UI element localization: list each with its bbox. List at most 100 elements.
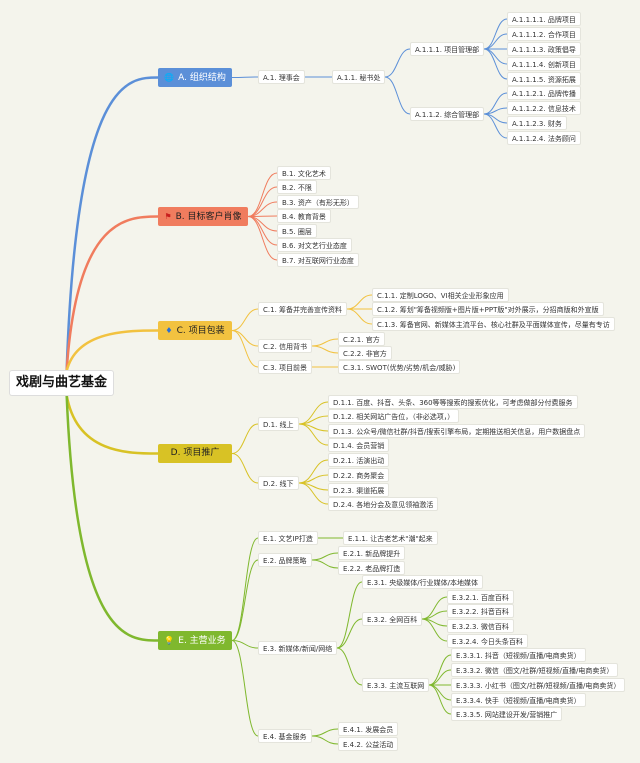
c21-node[interactable]: C.2.1. 官方 xyxy=(338,332,385,346)
flame-icon: ♦ xyxy=(165,326,173,335)
a1124-node[interactable]: A.1.1.2.4. 法务顾问 xyxy=(507,131,581,145)
e321-node[interactable]: E.3.2.1. 百度百科 xyxy=(447,590,514,604)
d2-node[interactable]: D.2. 线下 xyxy=(258,476,299,490)
d24-node[interactable]: D.2.4. 各地分会及意见领袖激活 xyxy=(328,497,439,511)
e334-node[interactable]: E.3.3.4. 快手（短视频/直播/电商卖货） xyxy=(451,693,586,707)
connector-a11-node-a111-node xyxy=(384,48,411,78)
branch-d-node[interactable]: D. 项目推广 xyxy=(158,444,232,463)
branch-c-node[interactable]: ♦C. 项目包装 xyxy=(158,321,232,340)
connector-c2-node-c22-node xyxy=(311,345,339,354)
a112-node[interactable]: A.1.1.2. 综合管理部 xyxy=(410,107,485,121)
c11-node[interactable]: C.1.1. 定制LOGO、VI相关企业形象应用 xyxy=(372,288,509,302)
a1123-node[interactable]: A.1.1.2.3. 财务 xyxy=(507,116,567,130)
e31-node[interactable]: E.3.1. 央级媒体/行业媒体/本地媒体 xyxy=(362,575,483,589)
connector-d1-node-d11-node xyxy=(298,401,329,425)
lightbulb-icon: 💡 xyxy=(164,636,175,645)
c13-node[interactable]: C.1.3. 筹备官网、新媒体主流平台、核心社群及平面媒体宣传，尽量有专访 xyxy=(372,317,615,331)
connector-d2-node-d24-node xyxy=(298,482,329,505)
connector-root-branch-c-node xyxy=(65,329,159,372)
d21-node[interactable]: D.2.1. 活演出动 xyxy=(328,453,390,467)
connector-e2-node-e21-node xyxy=(311,552,339,561)
b7-node[interactable]: B.7. 对互联网行业态度 xyxy=(277,253,359,267)
a1121-node[interactable]: A.1.1.2.1. 品牌传播 xyxy=(507,86,581,100)
b5-node[interactable]: B.5. 圈层 xyxy=(277,224,317,238)
a1-node[interactable]: A.1. 理事会 xyxy=(258,70,305,84)
e3-node[interactable]: E.3. 新媒体/新闻/网络 xyxy=(258,641,338,655)
root-node[interactable]: 戏剧与曲艺基金 xyxy=(10,371,113,395)
e331-node[interactable]: E.3.3.1. 抖音（短视频/直播/电商卖货） xyxy=(451,648,586,662)
e4-node[interactable]: E.4. 基金服务 xyxy=(258,729,312,743)
globe-icon: 🌐 xyxy=(164,73,175,82)
d12-node[interactable]: D.1.2. 相关网站广告位，（非必选项，） xyxy=(328,409,460,423)
a11-node[interactable]: A.1.1. 秘书处 xyxy=(332,70,386,84)
b1-node[interactable]: B.1. 文化艺术 xyxy=(277,166,331,180)
b3-node[interactable]: B.3. 资产（有形无形） xyxy=(277,195,359,209)
e11-node[interactable]: E.1.1. 让古老艺术"潮"起来 xyxy=(343,531,438,545)
e333-node[interactable]: E.3.3.3. 小红书（图文/社群/短视频/直播/电商卖货） xyxy=(451,678,626,692)
b4-node[interactable]: B.4. 教育背景 xyxy=(277,209,331,223)
connector-e33-node-e335-node xyxy=(428,684,452,715)
e21-node[interactable]: E.2.1. 新品牌提升 xyxy=(338,546,406,560)
a1114-node[interactable]: A.1.1.1.4. 创新项目 xyxy=(507,57,581,71)
branch-b-node[interactable]: ⚑B. 目标客户肖像 xyxy=(158,207,248,226)
b6-node[interactable]: B.6. 对文艺行业态度 xyxy=(277,238,352,252)
e42-node[interactable]: E.4.2. 公益活动 xyxy=(338,737,399,751)
branch-a-node[interactable]: 🌐A. 组织结构 xyxy=(158,68,232,87)
e323-node[interactable]: E.3.2.3. 微信百科 xyxy=(447,619,514,633)
connector-e3-node-e31-node xyxy=(336,581,363,649)
connector-e33-node-e332-node xyxy=(428,669,452,686)
connector-branch-b-node-b5-node xyxy=(247,216,278,232)
connector-c1-node-c13-node xyxy=(346,308,373,325)
connector-branch-e-node-e4-node xyxy=(231,640,259,737)
c12-node[interactable]: C.1.2. 筹划"筹备视频版+图片版+PPT版"对外展示，分招商版和外宣版 xyxy=(372,302,604,316)
c31-node[interactable]: C.3.1. SWOT(优势/劣势/机会/威胁) xyxy=(338,360,461,374)
a1122-node[interactable]: A.1.1.2.2. 信息技术 xyxy=(507,101,581,115)
connector-a11-node-a112-node xyxy=(384,76,411,115)
d1-node[interactable]: D.1. 线上 xyxy=(258,417,299,431)
e22-node[interactable]: E.2.2. 老品牌打造 xyxy=(338,561,406,575)
d14-node[interactable]: D.1.4. 会员营销 xyxy=(328,438,390,452)
connector-a111-node-a1114-node xyxy=(483,48,508,65)
e322-node[interactable]: E.3.2.2. 抖音百科 xyxy=(447,604,514,618)
connector-c2-node-c21-node xyxy=(311,338,339,347)
connector-branch-c-node-c2-node xyxy=(231,330,259,347)
e32-node[interactable]: E.3.2. 全网百科 xyxy=(362,612,423,626)
a111-node[interactable]: A.1.1.1. 项目管理部 xyxy=(410,42,485,56)
connector-e4-node-e42-node xyxy=(311,735,339,745)
c3-node[interactable]: C.3. 项目前景 xyxy=(258,360,313,374)
connector-root-branch-a-node xyxy=(65,76,159,372)
connector-branch-b-node-b3-node xyxy=(247,201,278,217)
connector-e3-node-e32-node xyxy=(336,618,363,649)
connector-branch-e-node-e1-node xyxy=(231,537,259,641)
connector-e2-node-e22-node xyxy=(311,559,339,569)
c2-node[interactable]: C.2. 信用背书 xyxy=(258,339,313,353)
a1115-node[interactable]: A.1.1.1.5. 资源拓展 xyxy=(507,72,581,86)
e324-node[interactable]: E.3.2.4. 今日头条百科 xyxy=(447,634,528,648)
b2-node[interactable]: B.2. 不限 xyxy=(277,180,317,194)
connector-e33-node-e331-node xyxy=(428,654,452,686)
e1-node[interactable]: E.1. 文艺IP打造 xyxy=(258,531,318,545)
a1113-node[interactable]: A.1.1.1.3. 政策倡导 xyxy=(507,42,581,56)
connector-branch-b-node-b1-node xyxy=(247,172,278,217)
connector-e33-node-e334-node xyxy=(428,684,452,701)
e41-node[interactable]: E.4.1. 发展会员 xyxy=(338,722,399,736)
e332-node[interactable]: E.3.3.2. 微信（图文/社群/短视频/直播/电商卖货） xyxy=(451,663,619,677)
branch-e-node[interactable]: 💡E. 主营业务 xyxy=(158,631,232,650)
a1112-node[interactable]: A.1.1.1.2. 合作项目 xyxy=(507,27,581,41)
connector-branch-c-node-c1-node xyxy=(231,308,259,331)
connector-branch-a-node-a1-node xyxy=(231,76,259,78)
d13-node[interactable]: D.1.3. 公众号/微信社群/抖音/搜索引擎布局，定期推送相关信息，用户数据盘… xyxy=(328,424,586,438)
connector-c1-node-c11-node xyxy=(346,294,373,310)
connector-branch-d-node-d1-node xyxy=(231,423,259,454)
e33-node[interactable]: E.3.3. 主流互联网 xyxy=(362,678,430,692)
d23-node[interactable]: D.2.3. 渠道拓展 xyxy=(328,483,390,497)
connector-a111-node-a1111-node xyxy=(483,18,508,50)
c1-node[interactable]: C.1. 筹备并完善宣传资料 xyxy=(258,302,348,316)
a1111-node[interactable]: A.1.1.1.1. 品牌项目 xyxy=(507,12,581,26)
e2-node[interactable]: E.2. 品牌策略 xyxy=(258,553,312,567)
e335-node[interactable]: E.3.3.5. 网站建设开发/营销推广 xyxy=(451,707,563,721)
c22-node[interactable]: C.2.2. 非官方 xyxy=(338,346,392,360)
d11-node[interactable]: D.1.1. 百度、抖音、头条、360等等搜索的搜索优化，可考虑做部分付费服务 xyxy=(328,395,578,409)
d22-node[interactable]: D.2.2. 商务聚会 xyxy=(328,468,390,482)
connector-branch-e-node-e2-node xyxy=(231,559,259,641)
